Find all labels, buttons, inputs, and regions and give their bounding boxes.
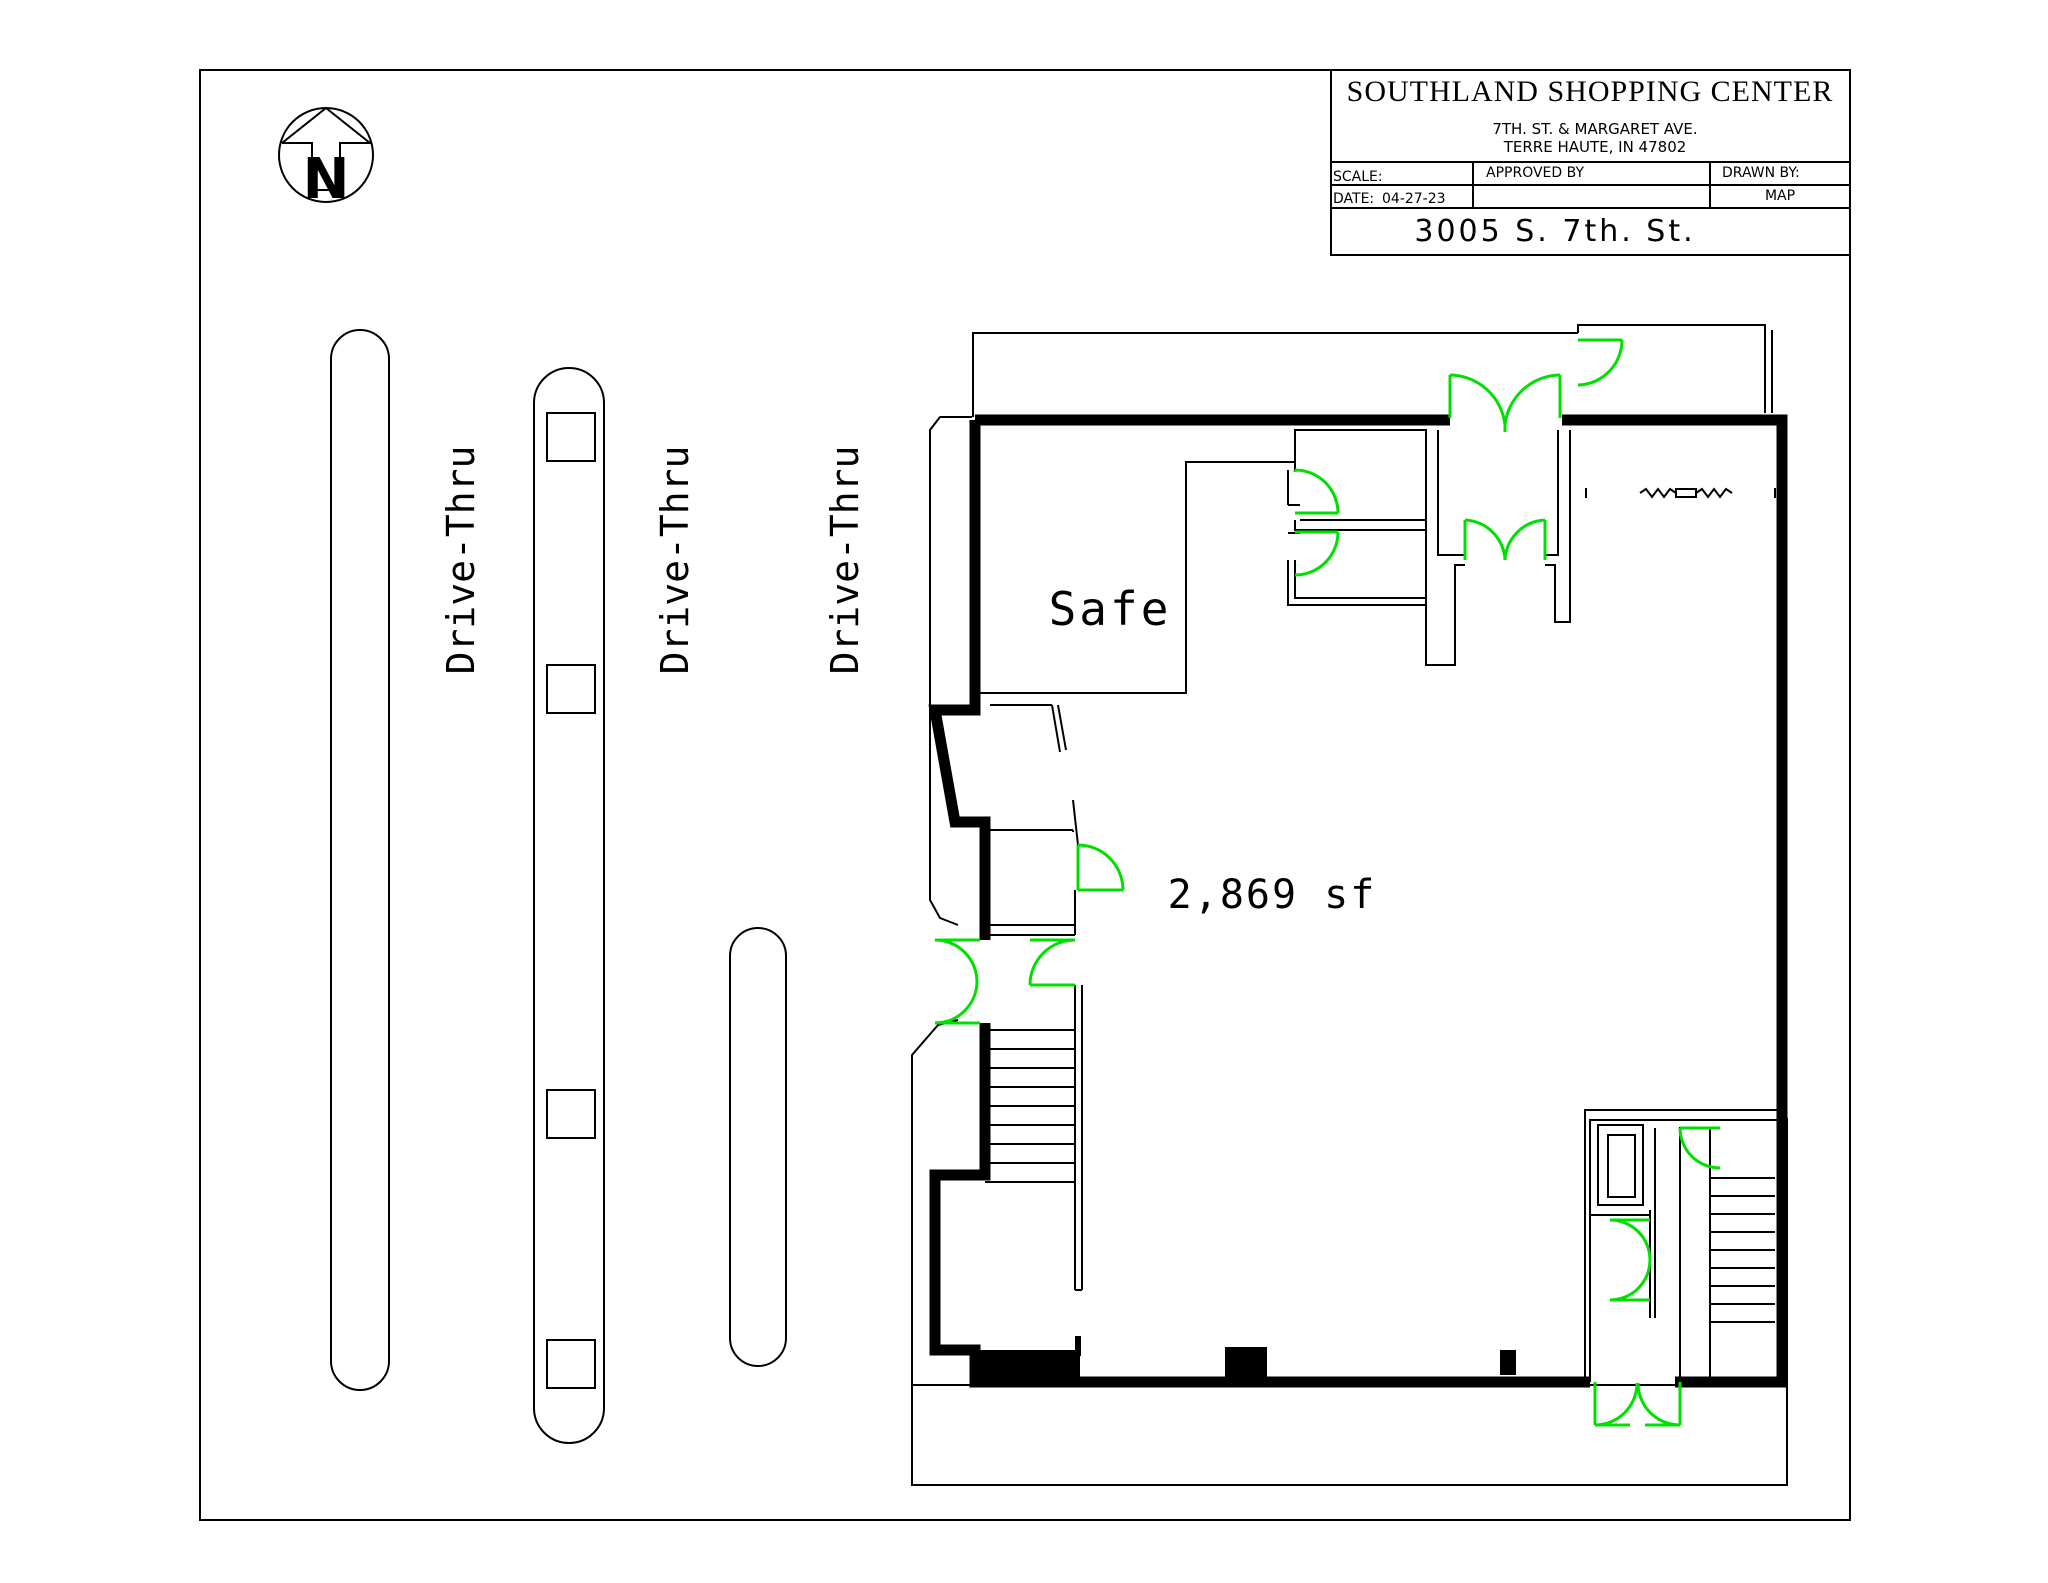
north-arrow-icon: N [278,106,374,212]
wall-blocks [975,1336,1516,1385]
scale-label: SCALE: [1333,169,1383,185]
drive-thru-island-1 [330,329,390,1391]
date-value: 04-27-23 [1382,191,1446,207]
drive-thru-label-3: Drive-Thru [823,446,867,675]
project-name: SOUTHLAND SHOPPING CENTER [1347,75,1834,108]
drawn-label: DRAWN BY: [1722,165,1800,181]
site-address: 3005 S. 7th. St. [1414,214,1695,249]
teller-kiosks [546,412,596,1389]
doors [934,338,1721,1427]
north-letter: N [303,147,350,212]
sheet-border [199,69,1851,1521]
stairs-left [985,1029,1075,1183]
approved-label: APPROVED BY [1486,165,1584,181]
building-walls [928,414,1788,1388]
stairs-right [1710,1177,1775,1323]
drive-thru-label-1: Drive-Thru [439,446,483,675]
address-line1: 7TH. ST. & MARGARET AVE. [1492,120,1697,138]
drive-thru-label-2: Drive-Thru [653,446,697,675]
date-label: DATE: [1333,191,1374,207]
coiling-grille-icon [1585,487,1776,499]
safe-label: Safe [1049,582,1172,636]
drive-thru-island-3 [729,927,787,1367]
drive-thru-island-2 [533,367,605,1444]
area-label: 2,869 sf [1168,872,1377,918]
drawn-value: MAP [1765,188,1795,204]
interior-partitions [980,429,1785,1382]
title-block [1330,69,1851,256]
address-line2: TERRE HAUTE, IN 47802 [1503,138,1687,156]
